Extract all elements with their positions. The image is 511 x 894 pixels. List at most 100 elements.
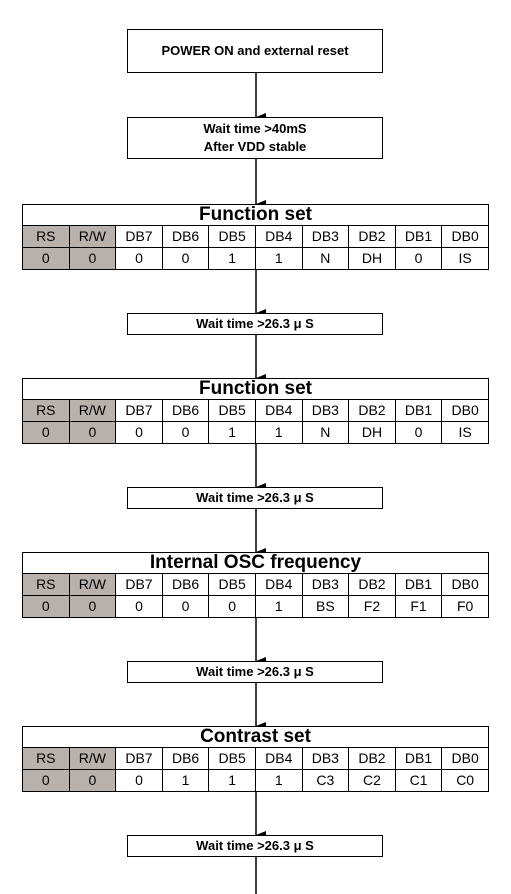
table-value-row: 0 0 0 0 1 1 N DH 0 IS — [23, 421, 488, 443]
header-cell: DB2 — [348, 748, 395, 769]
value-cell: IS — [441, 422, 488, 443]
header-cell: DB5 — [208, 400, 255, 421]
header-cell: DB4 — [254, 574, 302, 595]
header-cell: DB2 — [348, 574, 395, 595]
value-cell: 0 — [115, 596, 162, 617]
header-cell: DB0 — [441, 748, 488, 769]
value-cell: 1 — [208, 248, 255, 269]
wait-box-4: Wait time >26.3 μ S — [127, 835, 383, 857]
value-cell: DH — [348, 422, 395, 443]
header-cell: R/W — [68, 400, 116, 421]
value-cell: 0 — [68, 770, 116, 791]
value-cell: 0 — [68, 596, 116, 617]
internal-osc-frequency-table: Internal OSC frequency RS R/W DB7 DB6 DB… — [22, 552, 489, 618]
header-cell: RS — [23, 226, 69, 247]
wait-box-1: Wait time >26.3 μ S — [127, 313, 383, 335]
header-cell: DB0 — [441, 574, 488, 595]
table-header-row: RS R/W DB7 DB6 DB5 DB4 DB3 DB2 DB1 DB0 — [23, 400, 488, 421]
value-cell: C0 — [441, 770, 488, 791]
header-cell: DB4 — [254, 748, 302, 769]
table-title: Contrast set — [23, 727, 488, 748]
value-cell: 1 — [254, 422, 302, 443]
value-cell: DH — [348, 248, 395, 269]
value-cell: C3 — [301, 770, 349, 791]
value-cell: 0 — [23, 422, 69, 443]
value-cell: C2 — [348, 770, 395, 791]
wait-40ms-box: Wait time >40mS After VDD stable — [127, 117, 383, 159]
value-cell: F0 — [441, 596, 488, 617]
value-cell: 0 — [208, 596, 255, 617]
value-cell: 0 — [68, 422, 116, 443]
table-header-row: RS R/W DB7 DB6 DB5 DB4 DB3 DB2 DB1 DB0 — [23, 748, 488, 769]
header-cell: DB6 — [161, 226, 209, 247]
header-cell: DB0 — [441, 400, 488, 421]
table-title: Function set — [23, 379, 488, 400]
wait-box-2: Wait time >26.3 μ S — [127, 487, 383, 509]
header-cell: DB7 — [115, 400, 162, 421]
header-cell: R/W — [68, 226, 116, 247]
header-cell: DB1 — [394, 226, 442, 247]
value-cell: 0 — [161, 248, 209, 269]
header-cell: DB5 — [208, 226, 255, 247]
header-cell: DB1 — [394, 574, 442, 595]
header-cell: DB7 — [115, 574, 162, 595]
value-cell: 0 — [161, 596, 209, 617]
header-cell: DB1 — [394, 748, 442, 769]
header-cell: DB2 — [348, 400, 395, 421]
value-cell: 0 — [23, 770, 69, 791]
wait-40ms-line-2: After VDD stable — [203, 139, 307, 154]
value-cell: F2 — [348, 596, 395, 617]
value-cell: 0 — [115, 422, 162, 443]
function-set-table-2: Function set RS R/W DB7 DB6 DB5 DB4 DB3 … — [22, 378, 489, 444]
header-cell: DB5 — [208, 574, 255, 595]
header-cell: DB6 — [161, 400, 209, 421]
value-cell: C1 — [394, 770, 442, 791]
header-cell: DB7 — [115, 226, 162, 247]
value-cell: 1 — [254, 770, 302, 791]
table-title: Function set — [23, 205, 488, 226]
header-cell: RS — [23, 400, 69, 421]
value-cell: 1 — [208, 770, 255, 791]
function-set-table-1: Function set RS R/W DB7 DB6 DB5 DB4 DB3 … — [22, 204, 489, 270]
value-cell: 0 — [23, 596, 69, 617]
value-cell: 0 — [68, 248, 116, 269]
header-cell: DB3 — [301, 748, 349, 769]
contrast-set-table: Contrast set RS R/W DB7 DB6 DB5 DB4 DB3 … — [22, 726, 489, 792]
header-cell: DB3 — [301, 226, 349, 247]
table-header-row: RS R/W DB7 DB6 DB5 DB4 DB3 DB2 DB1 DB0 — [23, 226, 488, 247]
wait-40ms-line-1: Wait time >40mS — [203, 121, 307, 136]
value-cell: 0 — [23, 248, 69, 269]
value-cell: F1 — [394, 596, 442, 617]
table-value-row: 0 0 0 0 1 1 N DH 0 IS — [23, 247, 488, 269]
header-cell: RS — [23, 574, 69, 595]
power-on-box: POWER ON and external reset — [127, 29, 383, 73]
value-cell: 1 — [208, 422, 255, 443]
value-cell: 0 — [161, 422, 209, 443]
header-cell: DB5 — [208, 748, 255, 769]
header-cell: DB7 — [115, 748, 162, 769]
header-cell: DB1 — [394, 400, 442, 421]
header-cell: DB2 — [348, 226, 395, 247]
value-cell: 1 — [254, 596, 302, 617]
wait-box-3: Wait time >26.3 μ S — [127, 661, 383, 683]
value-cell: BS — [301, 596, 349, 617]
table-value-row: 0 0 0 0 0 1 BS F2 F1 F0 — [23, 595, 488, 617]
table-value-row: 0 0 0 1 1 1 C3 C2 C1 C0 — [23, 769, 488, 791]
header-cell: DB6 — [161, 748, 209, 769]
header-cell: DB3 — [301, 400, 349, 421]
power-on-label: POWER ON and external reset — [161, 43, 349, 58]
value-cell: N — [301, 422, 349, 443]
table-title: Internal OSC frequency — [23, 553, 488, 574]
header-cell: DB0 — [441, 226, 488, 247]
value-cell: 0 — [115, 248, 162, 269]
header-cell: DB6 — [161, 574, 209, 595]
value-cell: 0 — [394, 422, 442, 443]
value-cell: 1 — [254, 248, 302, 269]
header-cell: R/W — [68, 574, 116, 595]
value-cell: 0 — [115, 770, 162, 791]
header-cell: DB3 — [301, 574, 349, 595]
header-cell: RS — [23, 748, 69, 769]
value-cell: N — [301, 248, 349, 269]
value-cell: 1 — [161, 770, 209, 791]
